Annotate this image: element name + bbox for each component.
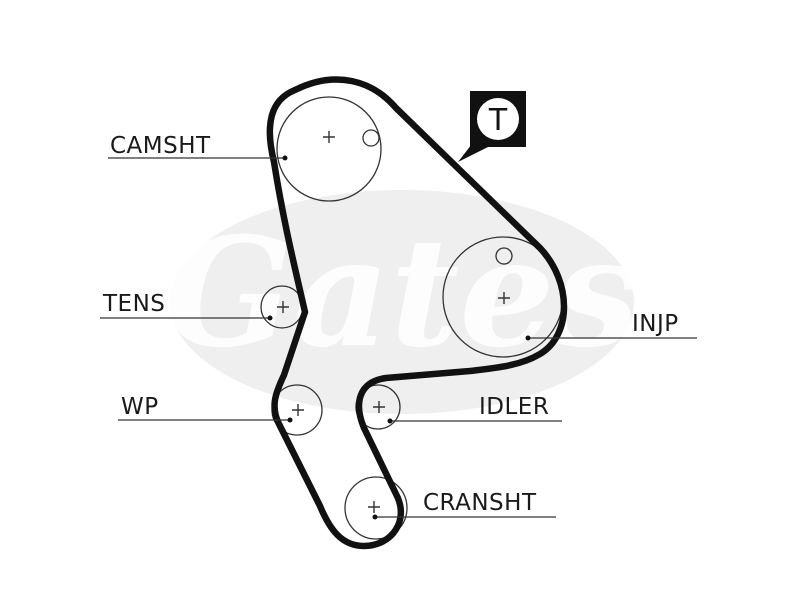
idler-label: IDLER bbox=[479, 394, 549, 420]
water-pump-leader-dot bbox=[287, 417, 293, 423]
water-pump-center-mark bbox=[292, 404, 304, 416]
tensioner-center-mark bbox=[277, 301, 289, 313]
watermark-text: Gates bbox=[165, 205, 639, 381]
camshaft-leader-dot bbox=[282, 155, 288, 161]
camshaft-pulley bbox=[276, 96, 382, 202]
water-pump-label: WP bbox=[121, 394, 159, 420]
pulley-centers bbox=[277, 131, 510, 513]
idler-leader-dot bbox=[387, 418, 393, 424]
injection-pump-leader-dot bbox=[525, 335, 531, 341]
timing-belt bbox=[266, 76, 568, 550]
camshaft-label: CAMSHT bbox=[110, 133, 211, 159]
badge-circle bbox=[477, 98, 519, 140]
injection-pump-label: INJP bbox=[632, 311, 679, 337]
crankshaft-pulley bbox=[344, 476, 408, 540]
camshaft-center-mark bbox=[323, 131, 335, 143]
injection-pump-timing-mark bbox=[495, 247, 513, 265]
tensioner-badge: T bbox=[458, 91, 526, 162]
crankshaft-center-mark bbox=[368, 501, 380, 513]
brand-watermark: Gates bbox=[165, 190, 639, 414]
tensioner-label: TENS bbox=[102, 291, 165, 317]
injection-pump-center-mark bbox=[498, 292, 510, 304]
badge-letter: T bbox=[488, 103, 508, 138]
idler-center-mark bbox=[373, 401, 385, 413]
tensioner-leader-dot bbox=[267, 315, 273, 321]
crankshaft-leader-dot bbox=[372, 514, 378, 520]
leader-lines bbox=[100, 157, 697, 518]
leader-dots bbox=[267, 155, 531, 520]
watermark-oval bbox=[170, 190, 634, 414]
crankshaft-label: CRANSHT bbox=[423, 490, 537, 516]
camshaft-timing-mark bbox=[362, 129, 380, 147]
badge-pointer bbox=[458, 140, 490, 162]
